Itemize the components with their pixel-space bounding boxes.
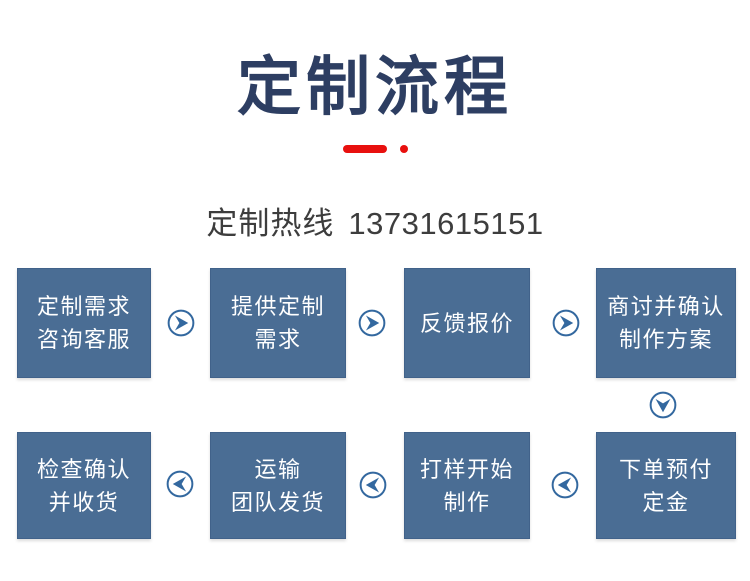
divider-dot-icon — [399, 145, 408, 153]
arrow-left-icon — [551, 471, 579, 499]
step-box-feedback-quote: 反馈报价 — [404, 268, 530, 378]
step-line: 检查确认 — [36, 456, 131, 482]
step-box-order-deposit: 下单预付 定金 — [596, 432, 736, 539]
step-line: 制作方案 — [618, 327, 713, 352]
step-box-inspect-receive: 检查确认 并收货 — [17, 432, 151, 539]
arrow-left-icon — [166, 470, 194, 498]
step-line: 定金 — [642, 489, 690, 515]
step-line: 团队发货 — [230, 489, 325, 515]
hotline-number: 13731615151 — [348, 206, 544, 241]
step-line: 运输 — [254, 456, 302, 482]
step-line: 反馈报价 — [419, 310, 514, 336]
step-line: 下单预付 — [618, 456, 713, 482]
arrow-left-icon — [359, 471, 387, 499]
divider-bar-icon — [342, 145, 387, 153]
step-box-provide-requirements: 提供定制 需求 — [210, 268, 346, 378]
step-line: 制作 — [443, 489, 491, 515]
hotline: 定制热线 13731615151 — [0, 198, 750, 243]
step-box-sample-production: 打样开始 制作 — [404, 432, 530, 539]
arrow-right-icon — [552, 309, 580, 337]
step-box-consult-service: 定制需求 咨询客服 — [17, 268, 151, 378]
step-box-confirm-plan: 商讨并确认 制作方案 — [596, 268, 736, 378]
step-box-shipping-team: 运输 团队发货 — [210, 432, 346, 539]
step-line: 并收货 — [48, 489, 120, 515]
step-line: 需求 — [254, 327, 302, 352]
step-line: 打样开始 — [419, 456, 514, 482]
arrow-right-icon — [358, 309, 386, 337]
arrow-right-icon — [167, 309, 195, 337]
step-line: 定制需求 — [36, 294, 131, 319]
step-line: 咨询客服 — [36, 327, 131, 352]
arrow-down-icon — [649, 391, 677, 419]
hotline-label: 定制热线 — [206, 206, 335, 241]
step-line: 提供定制 — [230, 294, 325, 319]
page-title: 定制流程 — [237, 51, 513, 125]
red-divider — [0, 145, 750, 153]
step-line: 商讨并确认 — [607, 294, 725, 319]
